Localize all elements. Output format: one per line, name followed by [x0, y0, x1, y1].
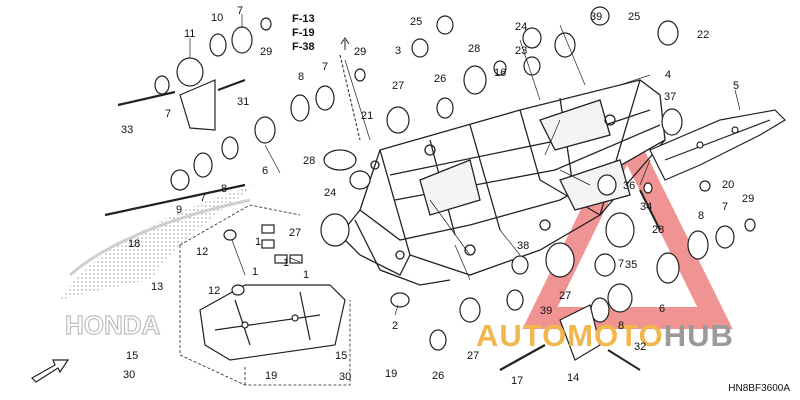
callout-6-a: 6 — [262, 165, 269, 177]
callout-14: 14 — [567, 372, 580, 384]
callout-5: 5 — [733, 80, 740, 92]
callout-26-a: 26 — [434, 73, 447, 85]
honda-wing-logo: HONDA — [60, 185, 255, 341]
callout-35: 35 — [625, 259, 638, 271]
callout-27-a: 27 — [392, 80, 405, 92]
callout-39-b: 39 — [540, 305, 553, 317]
ref-page-f13-label: F-13 — [292, 13, 315, 25]
honda-wordmark: HONDA — [65, 310, 161, 340]
callout-1-d: 1 — [255, 236, 262, 248]
callout-11: 11 — [184, 28, 196, 40]
callout-6-b: 6 — [659, 303, 666, 315]
callout-27-c: 27 — [467, 350, 480, 362]
callout-19-a: 19 — [265, 370, 278, 382]
callout-20: 20 — [722, 179, 735, 191]
callout-28-c: 28 — [652, 224, 665, 236]
callout-18: 18 — [128, 238, 141, 250]
callout-27-d: 27 — [559, 290, 572, 302]
callout-19-b: 19 — [385, 368, 398, 380]
callout-10: 10 — [211, 12, 224, 24]
callout-28-b: 28 — [303, 155, 316, 167]
callout-7-c: 7 — [165, 108, 172, 120]
group-brackets — [179, 204, 351, 386]
callout-15-a: 15 — [126, 350, 139, 362]
ref-page-f19-label: F-19 — [292, 27, 315, 39]
rear-sub-frame — [649, 109, 786, 181]
callout-30-b: 30 — [339, 371, 352, 383]
callout-12-b: 12 — [208, 285, 221, 297]
clamps — [223, 6, 711, 351]
callout-29-c: 29 — [742, 193, 755, 205]
callout-7-f: 7 — [618, 258, 625, 270]
callout-34: 34 — [640, 201, 653, 213]
diagram-code: HN8BF3600A — [728, 383, 790, 394]
callout-38: 38 — [517, 240, 530, 252]
callout-33: 33 — [121, 124, 134, 136]
front-arrow-icon — [31, 359, 70, 383]
callout-31: 31 — [237, 96, 250, 108]
callout-23: 23 — [515, 45, 528, 57]
callout-24-a: 24 — [515, 21, 528, 33]
skid-plate — [199, 284, 346, 361]
callout-25-a: 25 — [410, 16, 423, 28]
callout-4: 4 — [665, 69, 672, 81]
callout-7-a: 7 — [237, 5, 244, 17]
callout-8-c: 8 — [698, 210, 705, 222]
callout-27-b: 27 — [289, 227, 302, 239]
callout-16: 16 — [494, 67, 507, 79]
callout-15-b: 15 — [335, 350, 348, 362]
callout-37: 37 — [664, 91, 677, 103]
callout-17: 17 — [511, 375, 524, 387]
watermark-triangle — [522, 115, 733, 329]
callout-36: 36 — [623, 180, 636, 192]
callout-8-a: 8 — [298, 71, 305, 83]
callout-7-e: 7 — [722, 201, 729, 213]
callout-30-a: 30 — [123, 369, 136, 381]
watermark-part2: HUB — [663, 318, 734, 353]
callout-26-b: 26 — [432, 370, 445, 382]
callout-9: 9 — [176, 204, 183, 216]
callout-1-b: 1 — [283, 257, 290, 269]
callout-7-b: 7 — [322, 61, 329, 73]
watermark-text: AUTOMOTOHUB — [476, 318, 734, 354]
mount-parts — [104, 17, 366, 217]
callout-12-a: 12 — [196, 246, 209, 258]
callout-28-a: 28 — [468, 43, 481, 55]
callout-13: 13 — [151, 281, 164, 293]
callout-32: 32 — [634, 341, 647, 353]
watermark-part1: AUTOMOTO — [476, 318, 664, 353]
main-frame — [339, 79, 666, 286]
callout-24-b: 24 — [324, 187, 337, 199]
callout-7-d: 7 — [200, 192, 207, 204]
callout-22: 22 — [697, 29, 710, 41]
callout-1-c: 1 — [303, 269, 310, 281]
callout-21: 21 — [361, 110, 374, 122]
callout-2: 2 — [392, 320, 399, 332]
callout-3: 3 — [395, 45, 402, 57]
callout-25-b: 25 — [628, 11, 641, 23]
callout-8-b: 8 — [221, 183, 228, 195]
ref-page-f38-label: F-38 — [292, 41, 315, 53]
callout-29-b: 29 — [354, 46, 367, 58]
callout-29-a: 29 — [260, 46, 273, 58]
right-mount-parts — [499, 189, 756, 371]
callout-39-a: 39 — [590, 11, 603, 23]
callout-8-d: 8 — [618, 320, 625, 332]
callout-1-a: 1 — [252, 266, 259, 278]
leader-lines — [189, 14, 741, 316]
reference-arrow — [339, 37, 361, 141]
